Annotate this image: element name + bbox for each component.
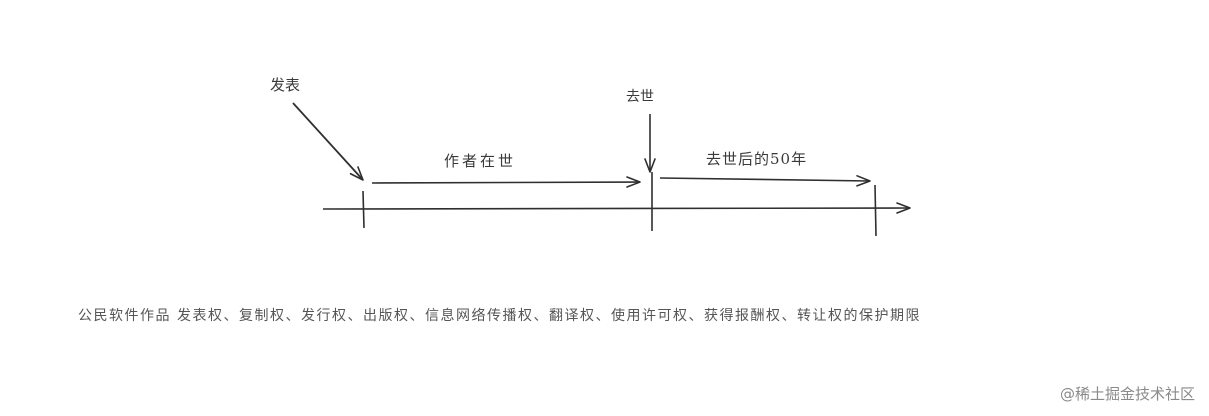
after-death-label: 去世后的50年 xyxy=(706,150,807,168)
tick-end xyxy=(874,184,877,237)
timeline-axis xyxy=(322,202,911,214)
diagram-caption: 公民软件作品 发表权、复制权、发行权、出版权、信息网络传播权、翻译权、使用许可权… xyxy=(78,308,921,324)
author-alive-period-arrow xyxy=(371,176,641,188)
tick-publish xyxy=(362,190,365,229)
author-alive-label: 作者在世 xyxy=(444,152,516,170)
publish-pointer-arrow xyxy=(292,102,364,181)
death-label: 去世 xyxy=(626,89,654,105)
watermark: @稀土掘金技术社区 xyxy=(1059,385,1195,403)
publish-label: 发表 xyxy=(270,76,300,94)
after-death-period-arrow xyxy=(659,175,871,187)
